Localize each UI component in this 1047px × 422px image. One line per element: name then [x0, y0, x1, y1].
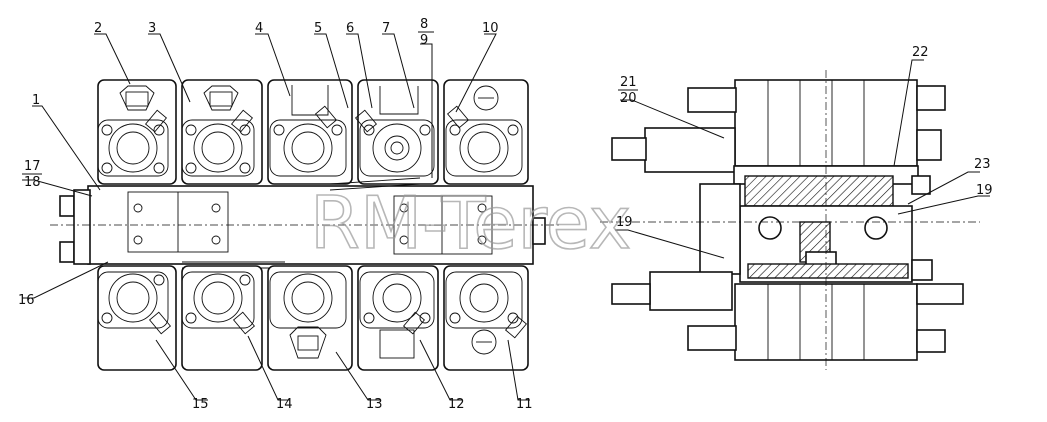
callout-12: 12 — [448, 397, 465, 412]
callout-15: 15 — [192, 397, 209, 412]
callout-17: 17 — [24, 159, 41, 174]
callout-7: 7 — [382, 21, 390, 36]
callout-18: 18 — [24, 175, 41, 190]
callout-19-right: 19 — [976, 183, 993, 198]
callout-8: 8 — [420, 17, 428, 32]
callout-2: 2 — [94, 21, 102, 36]
callout-21: 21 — [620, 75, 637, 90]
left-plan-view — [50, 79, 560, 371]
callout-16: 16 — [18, 293, 35, 308]
callout-11: 11 — [516, 397, 533, 412]
callout-10: 10 — [482, 21, 499, 36]
callout-13: 13 — [366, 397, 383, 412]
main-body-bar — [50, 177, 560, 269]
callout-20: 20 — [620, 91, 637, 106]
callout-14: 14 — [276, 397, 293, 412]
right-section-view — [600, 70, 980, 370]
callout-4: 4 — [255, 21, 263, 36]
callout-1: 1 — [32, 93, 40, 108]
callout-23: 23 — [974, 157, 991, 172]
leader-lines — [22, 33, 990, 401]
upper-valve-row — [97, 79, 529, 185]
callout-labels-right: 19 19 20 21 22 23 — [616, 45, 993, 230]
callout-9: 9 — [420, 33, 428, 48]
callout-3: 3 — [148, 21, 156, 36]
callout-5: 5 — [314, 21, 322, 36]
watermark-text: RM-Terex — [310, 181, 631, 265]
callout-6: 6 — [346, 21, 354, 36]
callout-labels-left: 1 2 3 4 5 6 7 8 9 10 11 12 13 14 15 16 1… — [18, 17, 533, 412]
callout-19-left: 19 — [616, 215, 633, 230]
callout-22: 22 — [912, 45, 929, 60]
lower-valve-row — [97, 265, 529, 371]
